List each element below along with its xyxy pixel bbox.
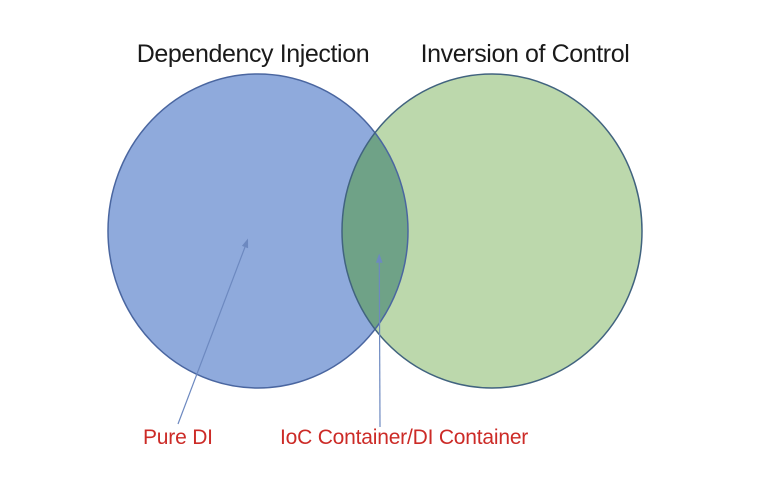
ioc-container-label: IoC Container/DI Container bbox=[280, 426, 529, 449]
inversion-of-control-circle bbox=[342, 74, 642, 388]
pure-di-arrowhead-icon bbox=[241, 238, 249, 249]
ioc-container-arrow bbox=[378, 261, 381, 428]
pure-di-label: Pure DI bbox=[143, 426, 213, 449]
dependency-injection-circle bbox=[108, 74, 408, 388]
dependency-injection-title: Dependency Injection bbox=[136, 40, 370, 68]
inversion-of-control-circle-outline bbox=[341, 73, 643, 389]
ioc-container-arrowhead-icon bbox=[375, 253, 383, 263]
pure-di-arrow bbox=[177, 246, 246, 425]
inversion-of-control-title: Inversion of Control bbox=[420, 40, 630, 68]
dependency-injection-circle-outline bbox=[107, 73, 409, 389]
